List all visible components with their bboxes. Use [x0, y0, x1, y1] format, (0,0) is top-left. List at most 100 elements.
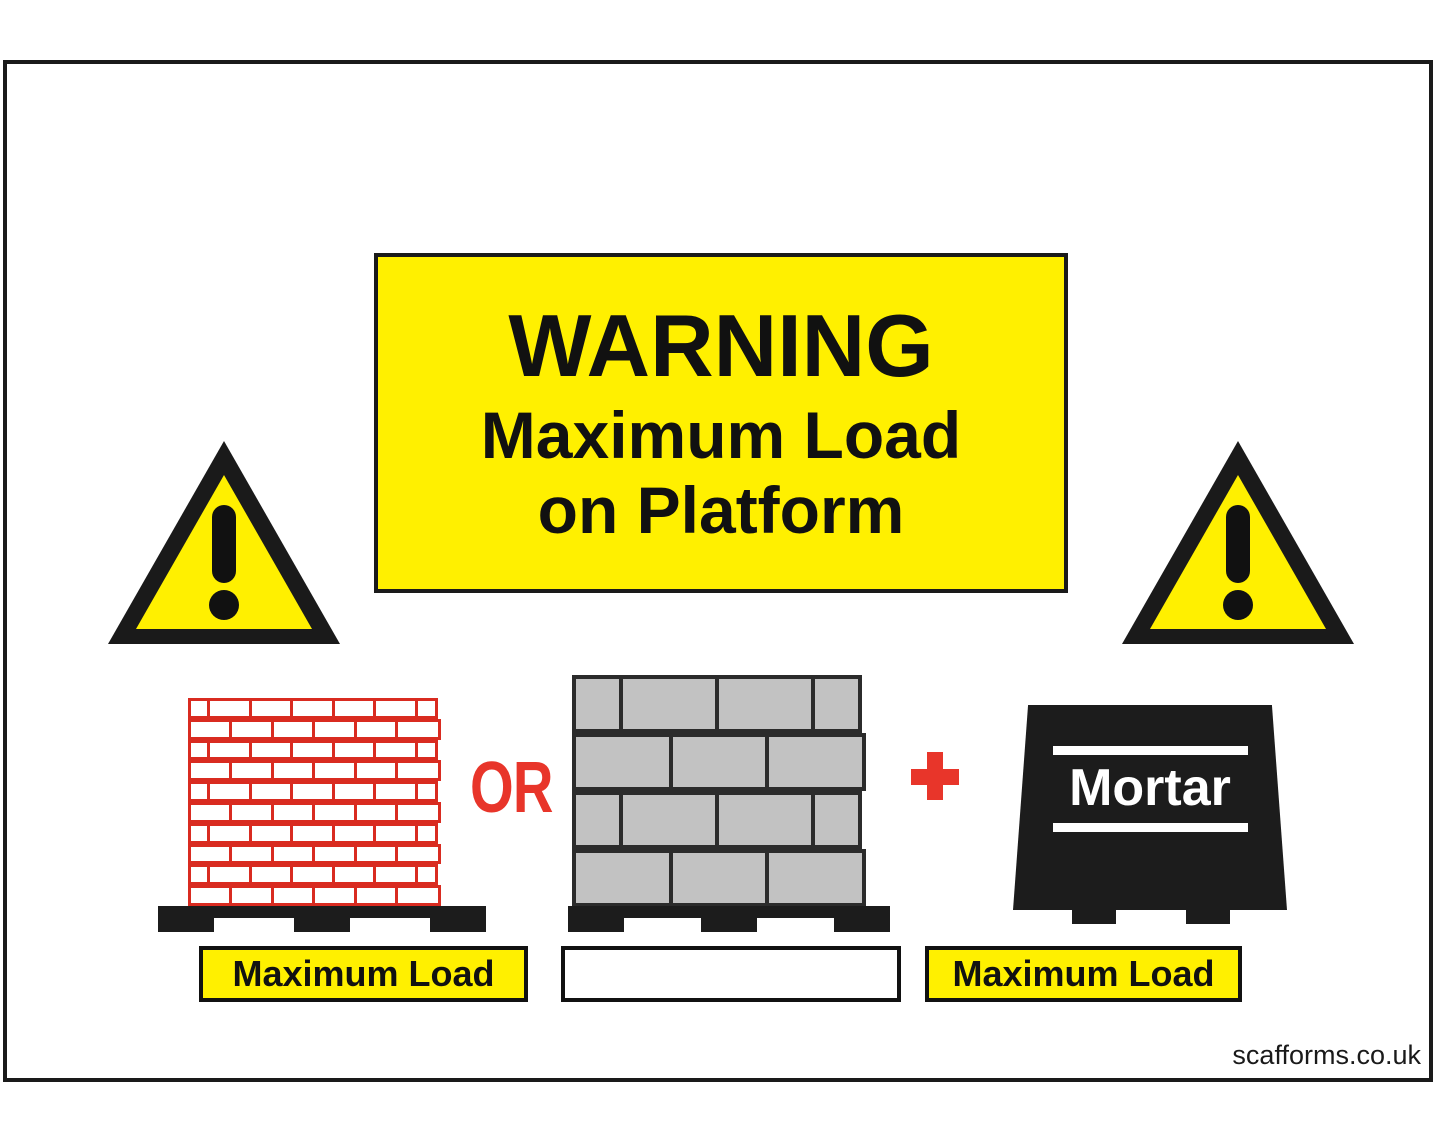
pallet-deck	[568, 906, 890, 918]
plus-vertical-bar	[927, 752, 943, 800]
brick	[290, 864, 335, 886]
brick	[207, 822, 252, 844]
brick-stack-illustration	[188, 698, 456, 906]
concrete-block	[668, 849, 770, 907]
brick	[248, 822, 294, 844]
brick	[270, 843, 316, 865]
brick-row	[188, 739, 456, 761]
brick	[270, 885, 316, 906]
warning-triangle-icon	[104, 435, 344, 650]
mortar-rule-top	[1053, 746, 1248, 755]
brick-row	[188, 801, 456, 823]
brick	[353, 885, 399, 906]
mortar-rule-bottom	[1053, 823, 1248, 832]
brick	[229, 760, 274, 782]
block-stack-illustration	[572, 675, 874, 907]
concrete-block	[572, 849, 673, 907]
blank-caption-field[interactable]	[561, 946, 901, 1002]
brick	[373, 739, 418, 761]
block-pallet	[568, 906, 890, 932]
brick	[331, 739, 377, 761]
brick	[373, 781, 418, 802]
brick	[331, 822, 377, 844]
block-row	[572, 849, 874, 907]
tub-foot	[1186, 910, 1230, 924]
concrete-block	[810, 675, 862, 733]
brick	[290, 698, 335, 719]
brick	[373, 698, 418, 719]
brick-row	[188, 698, 456, 719]
brick	[248, 698, 294, 719]
pallet-foot	[294, 918, 350, 932]
brick	[395, 885, 441, 906]
concrete-block	[619, 675, 719, 733]
brick	[395, 760, 441, 782]
max-load-caption-mortar: Maximum Load	[925, 946, 1242, 1002]
max-load-caption-bricks: Maximum Load	[199, 946, 528, 1002]
warning-line-3: on Platform	[537, 473, 905, 547]
plus-operator	[911, 752, 959, 800]
brick	[207, 864, 252, 886]
brick	[270, 760, 316, 782]
mortar-tub-illustration: Mortar	[1013, 705, 1287, 924]
brick	[188, 843, 233, 865]
pallet-foot	[430, 918, 486, 932]
concrete-block	[668, 733, 770, 791]
brick-row	[188, 843, 456, 865]
footer-url: scafforms.co.uk	[1232, 1040, 1421, 1070]
warning-heading: WARNING	[508, 296, 934, 396]
concrete-block	[810, 791, 862, 849]
concrete-block	[765, 849, 866, 907]
mortar-tub-body	[1013, 705, 1287, 910]
brick	[207, 781, 252, 802]
brick	[312, 718, 357, 740]
concrete-block	[572, 675, 624, 733]
brick	[395, 801, 441, 823]
tub-foot	[1072, 910, 1116, 924]
brick	[353, 760, 399, 782]
brick-pallet	[158, 906, 486, 932]
brick-row	[188, 822, 456, 844]
warning-banner: WARNING Maximum Load on Platform	[374, 253, 1068, 593]
concrete-block	[572, 791, 624, 849]
brick	[331, 781, 377, 802]
brick	[312, 885, 357, 906]
brick	[414, 698, 438, 719]
brick	[312, 760, 357, 782]
brick	[331, 698, 377, 719]
brick	[248, 781, 294, 802]
brick	[188, 801, 233, 823]
brick-row	[188, 885, 456, 906]
brick	[229, 801, 274, 823]
concrete-block	[714, 791, 815, 849]
brick	[414, 739, 438, 761]
brick	[188, 718, 233, 740]
brick	[312, 843, 357, 865]
brick	[290, 822, 335, 844]
brick	[229, 885, 274, 906]
brick	[331, 864, 377, 886]
concrete-block	[572, 733, 673, 791]
block-row	[572, 733, 874, 791]
brick	[188, 760, 233, 782]
pallet-foot	[834, 918, 890, 932]
pallet-foot	[568, 918, 624, 932]
brick	[290, 781, 335, 802]
brick-row	[188, 760, 456, 782]
brick	[353, 718, 399, 740]
pallet-deck	[158, 906, 486, 918]
concrete-block	[714, 675, 815, 733]
brick	[353, 843, 399, 865]
brick-row	[188, 781, 456, 802]
block-row	[572, 675, 874, 733]
brick	[229, 718, 274, 740]
brick	[373, 822, 418, 844]
brick	[270, 718, 316, 740]
pallet-foot	[158, 918, 214, 932]
mortar-label: Mortar	[1069, 759, 1231, 817]
brick	[270, 801, 316, 823]
brick	[290, 739, 335, 761]
brick-row	[188, 718, 456, 740]
brick	[414, 864, 438, 886]
